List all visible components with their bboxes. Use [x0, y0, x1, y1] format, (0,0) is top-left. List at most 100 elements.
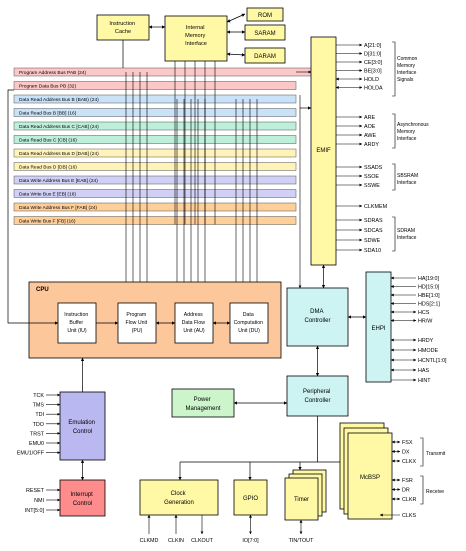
- emif-pin-async-3: ARDY: [336, 142, 379, 148]
- sdram-bracket: [392, 216, 396, 252]
- emif-pin-clkmem-label: CLKMEM: [364, 204, 388, 210]
- common-memory-group-line: Signals: [397, 77, 414, 83]
- mcbsp-block: McBSP: [339, 422, 393, 520]
- instruction-cache-label: Instruction: [109, 21, 135, 27]
- bus-taps: [124, 61, 312, 304]
- imi-label-2: Memory: [185, 33, 205, 39]
- emif-pin-common-2: CE[3:0]: [336, 60, 382, 66]
- gpio-label: GPIO: [243, 496, 258, 502]
- ehpi-pin-7: HMODE: [390, 348, 438, 354]
- ehpi-pin-10: HINT: [391, 378, 431, 384]
- pu-label-3: (PU): [132, 328, 143, 334]
- ehpi-pin-6: HRDY: [390, 338, 434, 344]
- emu-pin-0-label: TCK: [33, 393, 44, 399]
- mcbsp-clks-pin: CLKS: [379, 513, 416, 519]
- timer-pin-label: TIN/TOUT: [289, 538, 314, 544]
- clock-label-1: Clock: [171, 491, 187, 497]
- power-label-2: Management: [185, 406, 220, 412]
- bus-label: Data Read Address Bus C [CAB] (24): [19, 124, 99, 130]
- emif-block: EMIF: [310, 36, 337, 266]
- clock-generation-block: Clock Generation: [139, 479, 219, 516]
- emif-pin-common-0: A[21:0]: [336, 43, 382, 49]
- ehpi-pin-7-label: HMODE: [418, 348, 438, 354]
- emu-pin-6-label: EMU1/OFF: [17, 451, 45, 457]
- int-label-2: Control: [73, 501, 92, 507]
- address-data-flow-unit: Address Data Flow Unit (AU): [174, 302, 214, 344]
- ehpi-pin-5: HR/W: [390, 319, 433, 325]
- sbsram-group-line: SBSRAM: [397, 173, 418, 179]
- emif-pin-sdram-1: SDCAS: [336, 228, 383, 234]
- emif-pin-async-1-label: AOE: [364, 124, 376, 130]
- mcbsp-tx-pin-1: DX: [391, 450, 410, 456]
- emif-pin-common-3-label: BE[3:0]: [364, 69, 382, 75]
- daram-label: DARAM: [254, 54, 276, 60]
- bus-label: Data Read Bus B [BB] (16): [19, 111, 77, 117]
- power-management-block: Power Management: [171, 388, 235, 418]
- emif-pin-sbsram-0-label: SSADS: [364, 165, 383, 171]
- bus-label: Data Write Bus F [FB] (16): [19, 219, 76, 225]
- emif-pin-async-3-label: ARDY: [364, 142, 379, 148]
- au-label-3: Unit (AU): [183, 328, 205, 334]
- emif-pin-common-5: HOLDA: [335, 86, 383, 92]
- common-memory-group-line: Interface: [397, 70, 417, 76]
- clock-label-2: Generation: [164, 500, 194, 506]
- ibu-label-2: Buffer: [69, 320, 83, 326]
- emu-pin-4-label: TRST: [30, 431, 45, 437]
- svg-text:Program Flow Unit: Program Flow Unit (PU): [125, 312, 148, 334]
- mcbsp-rx-pin-1-label: DR: [402, 488, 410, 494]
- emif-pin-common-3: BE[3:0]: [336, 69, 382, 75]
- ehpi-pin-1-label: HD[15:0]: [418, 285, 440, 291]
- emu-pin-3-label: TDO: [33, 422, 44, 428]
- receive-group: Receive: [426, 489, 444, 495]
- data-computation-unit: Data Computation Unit (DU): [229, 302, 269, 344]
- async-memory-group-line: Interface: [397, 136, 417, 142]
- transmit-group-line: Transmit: [426, 451, 446, 457]
- bus-label: Data Read Address Bus D [DAB] (24): [19, 151, 99, 157]
- bus-3: Data Read Bus B [BB] (16): [13, 108, 297, 117]
- clock-pin-1: CLKIN: [168, 514, 184, 544]
- emif-pin-clkmem: CLKMEM: [336, 204, 388, 210]
- interconnect-arrows: [7, 13, 367, 481]
- ehpi-pin-4-label: HCS: [418, 310, 430, 316]
- emu-pin-6: EMU1/OFF: [17, 451, 61, 457]
- bus-11: Data Write Bus F [FB] (16): [13, 216, 297, 225]
- emu-pin-5: EMU0: [29, 441, 61, 447]
- sdram-group-line: SDRAM: [397, 228, 415, 234]
- mcbsp-tx-pin-0-label: FSX: [402, 440, 413, 446]
- int-pin-1: NMI: [34, 498, 61, 504]
- mcbsp-rx-pin-2: CLKR: [391, 497, 416, 503]
- async-memory-group-line: Memory: [397, 129, 416, 135]
- bus-9: Data Write Bus E [EB] (16): [13, 189, 297, 198]
- mcbsp-tx-pin-0: FSX: [391, 440, 413, 446]
- svg-text:Clock Generation: Clock Generation: [164, 491, 194, 506]
- instruction-cache-block: Instruction Cache: [96, 14, 150, 41]
- svg-text:Address Data Flow: Address Data Flow Unit (AU): [182, 312, 207, 334]
- gpio-pin-label: IO[7:0]: [242, 538, 259, 544]
- instruction-cache-label-2: Cache: [115, 29, 131, 35]
- receive-group-line: Receive: [426, 489, 444, 495]
- bus-4: Data Read Address Bus C [CAB] (24): [13, 121, 297, 131]
- svg-text:Interrupt Control: Interrupt Control: [70, 492, 94, 507]
- ehpi-pin-9: HAS: [390, 368, 429, 374]
- clock-pin-label-2: CLKOUT: [191, 538, 214, 544]
- receive-bracket: [420, 475, 424, 505]
- au-label-2: Data Flow: [182, 320, 206, 326]
- mcbsp-rx-pin-1: DR: [391, 488, 410, 494]
- ehpi-label: EHPI: [371, 326, 385, 332]
- ehpi-pin-2-label: HBE[1:0]: [418, 293, 440, 299]
- mcbsp-clks-pin-label: CLKS: [402, 513, 416, 519]
- common-bracket: [392, 41, 396, 97]
- emu-pin-0: TCK: [33, 393, 61, 399]
- bus-0: Program Address Bus PAB (24): [13, 67, 312, 77]
- ehpi-pin-3-label: HDS[2:1]: [418, 302, 440, 308]
- emif-pin-common-1: D[31:0]: [336, 52, 382, 58]
- svg-text:Power Management: Power Management: [185, 397, 220, 412]
- dma-label-2: Controller: [304, 318, 330, 324]
- int-pin-2: INT[5:0]: [25, 508, 61, 514]
- sbsram-bracket: [392, 163, 396, 191]
- emu-label-1: Emulation: [68, 420, 95, 426]
- imi-label-1: Internal: [186, 25, 205, 31]
- ehpi-pin-0: HA[19:0]: [390, 276, 439, 282]
